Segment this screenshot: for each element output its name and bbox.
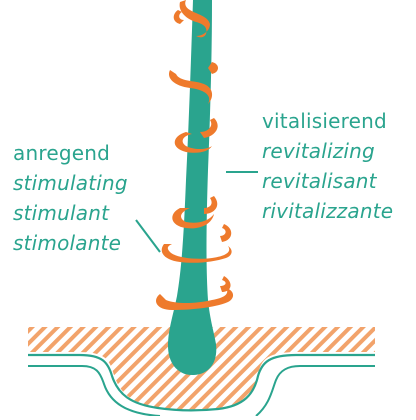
left-label-translation-it: stimolante [13, 231, 122, 255]
spiral-ribbon-icon [156, 0, 234, 310]
right-label-translation-it: rivitalizzante [262, 199, 394, 223]
left-label-translation-fr: stimulant [13, 201, 110, 225]
right-label-block: vitalisierend revitalizing revitalisant … [262, 106, 393, 226]
right-label-title: vitalisierend [262, 109, 387, 133]
left-pointer-line [135, 219, 161, 253]
right-label-translation-fr: revitalisant [262, 169, 377, 193]
left-label-title: anregend [13, 141, 110, 165]
hair-strand-icon [168, 0, 217, 376]
left-label-translation-en: stimulating [13, 171, 128, 195]
left-label-block: anregend stimulating stimulant stimolant… [13, 138, 128, 258]
right-label-translation-en: revitalizing [262, 139, 375, 163]
